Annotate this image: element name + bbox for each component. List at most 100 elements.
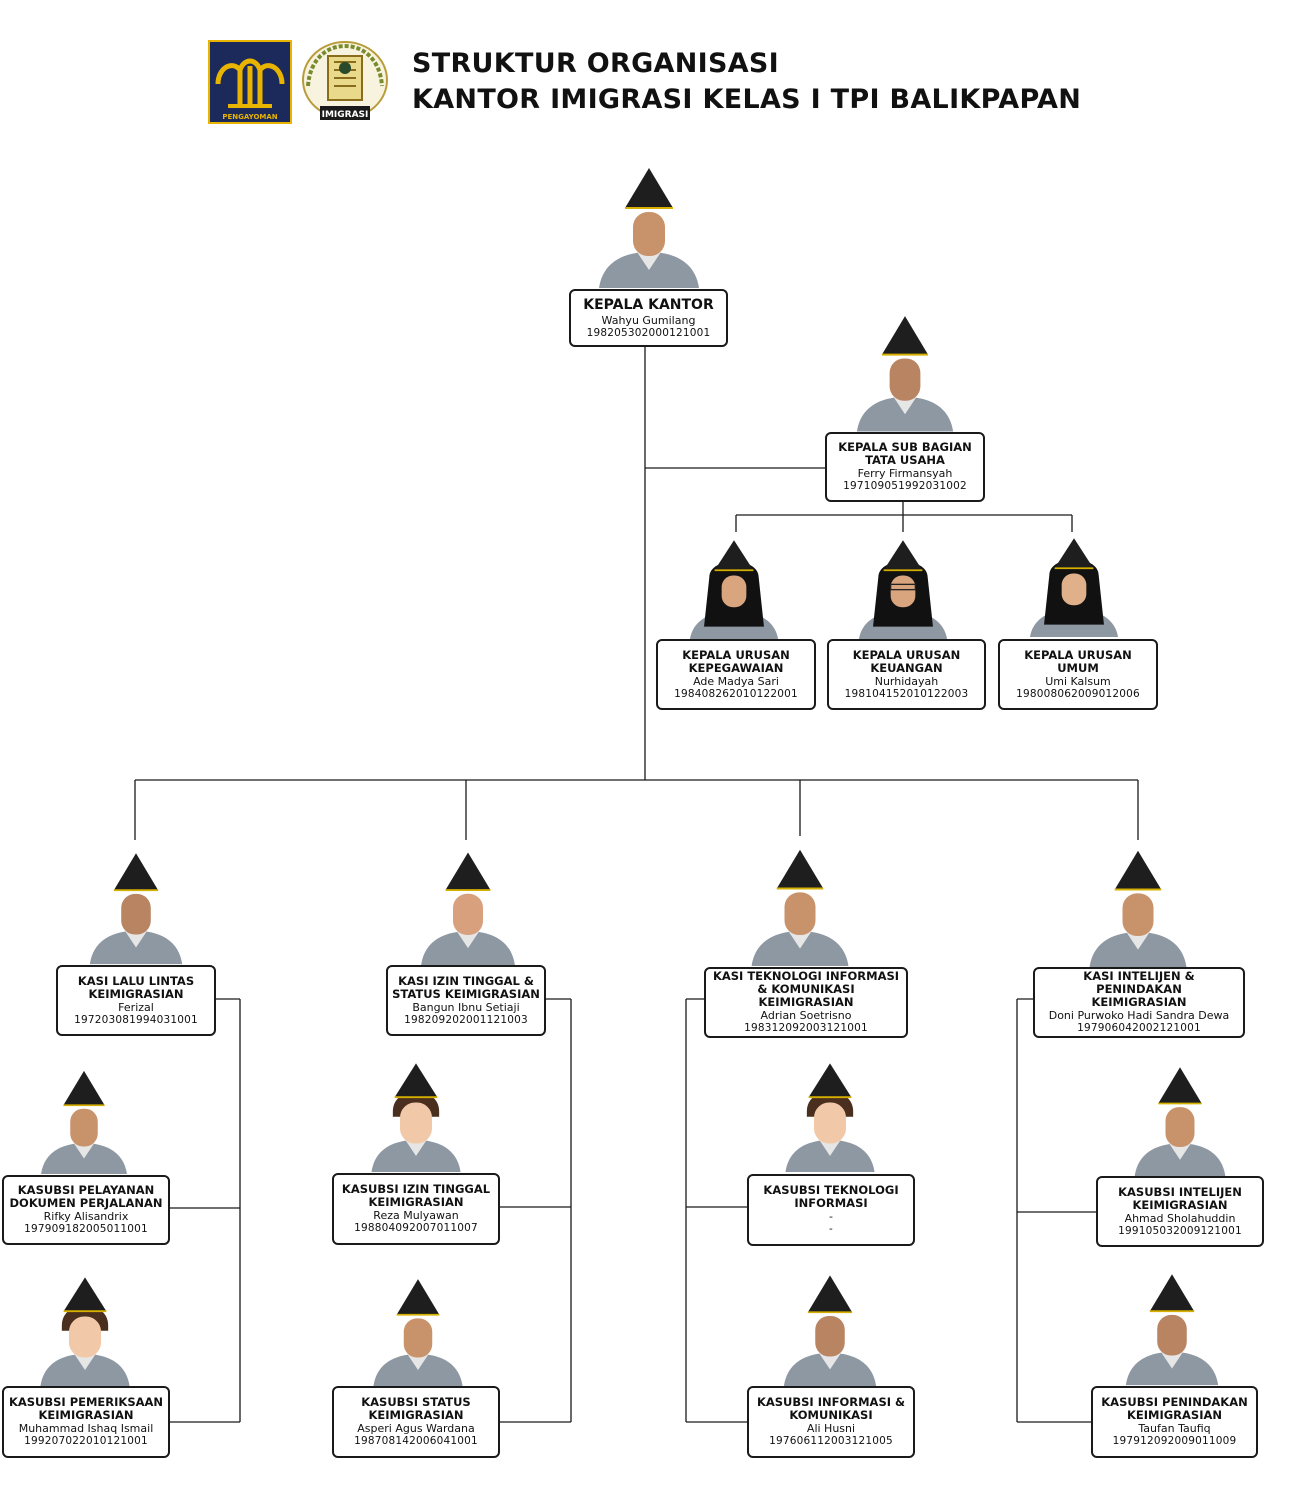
person-nip: 198104152010122003 bbox=[844, 687, 969, 700]
person-name: Bangun Ibnu Setiaji bbox=[412, 1000, 520, 1014]
photo-kepala-kantor bbox=[599, 168, 699, 288]
role-title: KASI IZIN TINGGAL & bbox=[398, 973, 534, 988]
person-name: Nurhidayah bbox=[874, 674, 939, 688]
photo-kasi-lantas bbox=[89, 853, 183, 965]
role-title: KASUBSI IZIN TINGGAL bbox=[341, 1182, 491, 1196]
role-title: KEUANGAN bbox=[870, 660, 943, 675]
page-title-line1: STRUKTUR ORGANISASI bbox=[412, 48, 780, 79]
box-kasubsi-ti: KASUBSI TEKNOLOGI INFORMASI - - bbox=[747, 1174, 915, 1246]
box-kasi-lalu-lintas: KASI LALU LINTAS KEIMIGRASIAN Ferizal 19… bbox=[56, 965, 216, 1036]
photo-kasubsi-ti bbox=[785, 1063, 875, 1172]
photo-kasubsi-status bbox=[373, 1279, 463, 1386]
box-kasubsi-pemeriksaan: KASUBSI PEMERIKSAAN KEIMIGRASIAN Muhamma… bbox=[2, 1386, 170, 1458]
role-title: KEPEGAWAIAN bbox=[688, 660, 784, 675]
person-name: Muhammad Ishaq Ismail bbox=[18, 1422, 154, 1435]
person-name: Ade Madya Sari bbox=[693, 674, 779, 688]
role-title: KASUBSI PEMERIKSAAN bbox=[8, 1395, 164, 1409]
person-name: Ali Husni bbox=[806, 1422, 856, 1435]
person-nip: 199105032009121001 bbox=[1118, 1224, 1242, 1237]
person-nip: 197109051992031002 bbox=[843, 480, 967, 492]
role-title: KEPALA URUSAN bbox=[1024, 647, 1132, 662]
box-kasubsi-informasi-komunikasi: KASUBSI INFORMASI & KOMUNIKASI Ali Husni… bbox=[747, 1386, 915, 1458]
person-nip: 197912092009011009 bbox=[1112, 1435, 1237, 1447]
person-nip: 199207022010121001 bbox=[24, 1435, 148, 1447]
photo-kasubsi-izin-tinggal bbox=[371, 1063, 461, 1172]
person-name: Wahyu Gumilang bbox=[601, 313, 696, 327]
photo-kasubsi-pemeriksaan bbox=[40, 1277, 130, 1386]
role-title: KEIMIGRASIAN bbox=[1132, 1197, 1228, 1212]
person-name: Ferry Firmansyah bbox=[857, 467, 953, 480]
role-title: DOKUMEN PERJALANAN bbox=[9, 1196, 163, 1210]
role-title: KEIMIGRASIAN bbox=[1126, 1408, 1223, 1422]
role-title: KASI INTELIJEN & PENINDAKAN bbox=[1083, 969, 1195, 996]
box-kasi-inteldak: KASI INTELIJEN & PENINDAKAN KEIMIGRASIAN… bbox=[1033, 967, 1245, 1038]
person-nip: 197906042002121001 bbox=[1077, 1022, 1201, 1034]
role-title: KASUBSI INTELIJEN bbox=[1118, 1184, 1242, 1199]
photo-kaur-umum bbox=[1029, 538, 1119, 637]
photo-kasi-inteldak bbox=[1089, 850, 1187, 967]
box-kasubsi-izin-tinggal: KASUBSI IZIN TINGGAL KEIMIGRASIAN Reza M… bbox=[332, 1173, 500, 1245]
role-title: KASUBSI PENINDAKAN bbox=[1101, 1395, 1248, 1409]
role-title: & KOMUNIKASI KEIMIGRASIAN bbox=[757, 982, 855, 1009]
box-kasubbag-tu: KEPALA SUB BAGIAN TATA USAHA Ferry Firma… bbox=[825, 432, 985, 502]
person-nip: 197203081994031001 bbox=[74, 1013, 198, 1026]
role-title: KASUBSI PELAYANAN bbox=[17, 1183, 155, 1197]
box-kaur-umum: KEPALA URUSAN UMUM Umi Kalsum 1980080620… bbox=[998, 639, 1158, 710]
role-title: KEIMIGRASIAN bbox=[88, 986, 184, 1001]
box-kasubsi-penindakan: KASUBSI PENINDAKAN KEIMIGRASIAN Taufan T… bbox=[1091, 1386, 1258, 1458]
role-title: KASI TEKNOLOGI INFORMASI bbox=[712, 969, 900, 983]
person-name: Doni Purwoko Hadi Sandra Dewa bbox=[1048, 1009, 1230, 1022]
role-title: KASUBSI TEKNOLOGI bbox=[763, 1183, 899, 1197]
box-kasi-tik: KASI TEKNOLOGI INFORMASI & KOMUNIKASI KE… bbox=[704, 967, 908, 1038]
role-title: KEIMIGRASIAN bbox=[368, 1408, 464, 1422]
box-kaur-kepegawaian: KEPALA URUSAN KEPEGAWAIAN Ade Madya Sari… bbox=[656, 639, 816, 710]
photo-kaur-keuangan bbox=[858, 540, 948, 639]
box-kasubsi-intelijen: KASUBSI INTELIJEN KEIMIGRASIAN Ahmad Sho… bbox=[1096, 1176, 1264, 1247]
box-kepala-kantor: KEPALA KANTOR Wahyu Gumilang 19820530200… bbox=[569, 289, 728, 347]
person-nip: - bbox=[829, 1223, 833, 1235]
photo-kasubsi-informasi-komunikasi bbox=[783, 1275, 877, 1386]
person-name: Asperi Agus Wardana bbox=[357, 1422, 475, 1435]
photo-kasubsi-pelayanan bbox=[41, 1070, 127, 1174]
person-nip: 197606112003121005 bbox=[769, 1435, 893, 1447]
role-title: KEPALA SUB BAGIAN bbox=[838, 440, 972, 454]
person-name: Rifky Alisandrix bbox=[43, 1210, 129, 1223]
role-title: KEPALA URUSAN bbox=[682, 647, 790, 662]
role-title: UMUM bbox=[1057, 660, 1099, 675]
photo-kaur-kepegawaian bbox=[689, 540, 779, 639]
role-title: KASI LALU LINTAS bbox=[77, 973, 195, 988]
photo-kasi-tik bbox=[751, 849, 849, 966]
person-nip: 198205302000121001 bbox=[586, 326, 711, 339]
person-nip: 198312092003121001 bbox=[744, 1022, 868, 1034]
person-nip: 198708142006041001 bbox=[354, 1435, 478, 1447]
person-name: Taufan Taufiq bbox=[1138, 1422, 1211, 1435]
role-title: KEIMIGRASIAN bbox=[1091, 995, 1187, 1009]
person-name: - bbox=[829, 1210, 833, 1223]
photo-kasubbag-tu bbox=[856, 316, 954, 432]
box-kasubsi-pelayanan: KASUBSI PELAYANAN DOKUMEN PERJALANAN Rif… bbox=[2, 1175, 170, 1245]
person-nip: 197909182005011001 bbox=[24, 1223, 148, 1235]
person-name: Adrian Soetrisno bbox=[760, 1009, 852, 1022]
person-nip: 198008062009012006 bbox=[1016, 687, 1140, 700]
person-nip: 198408262010122001 bbox=[674, 687, 798, 700]
person-name: Umi Kalsum bbox=[1045, 674, 1111, 688]
photo-kasubsi-intelijen bbox=[1134, 1067, 1226, 1176]
photo-kasubsi-penindakan bbox=[1125, 1274, 1219, 1386]
photo-kasi-izin-tinggal bbox=[421, 852, 515, 965]
page-title-line2: KANTOR IMIGRASI KELAS I TPI BALIKPAPAN bbox=[412, 84, 1082, 115]
person-nip: 198804092007011007 bbox=[354, 1222, 478, 1234]
role-title: STATUS KEIMIGRASIAN bbox=[392, 986, 540, 1001]
role-title: KASUBSI STATUS bbox=[361, 1395, 471, 1409]
person-name: Ferizal bbox=[118, 1000, 154, 1014]
role-title: TATA USAHA bbox=[865, 453, 945, 467]
role-title: KEPALA URUSAN bbox=[852, 647, 961, 662]
person-nip: 198209202001121003 bbox=[404, 1013, 528, 1026]
role-title: KEIMIGRASIAN bbox=[38, 1408, 134, 1422]
box-kasubsi-status: KASUBSI STATUS KEIMIGRASIAN Asperi Agus … bbox=[332, 1386, 500, 1458]
box-kaur-keuangan: KEPALA URUSAN KEUANGAN Nurhidayah 198104… bbox=[827, 639, 986, 710]
person-name: Ahmad Sholahuddin bbox=[1124, 1211, 1236, 1225]
role-title: KEIMIGRASIAN bbox=[368, 1195, 464, 1209]
role-title: KASUBSI INFORMASI & bbox=[756, 1395, 906, 1409]
role-title: KEPALA KANTOR bbox=[583, 296, 714, 313]
